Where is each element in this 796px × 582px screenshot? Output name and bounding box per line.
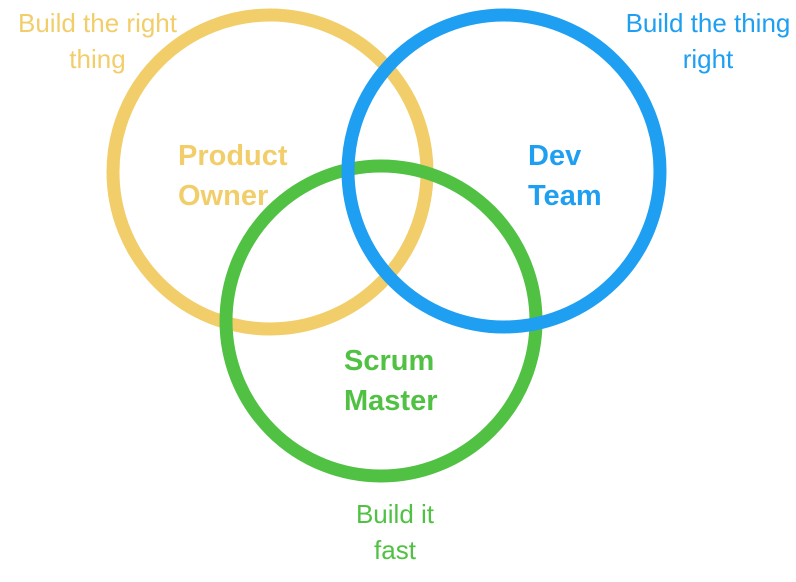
- motto-build-the-thing-right: Build the thing right: [625, 8, 791, 74]
- dev-team-circle: [341, 8, 667, 334]
- dev-team-label: Dev Team: [528, 140, 602, 212]
- motto-build-the-right-thing: Build the right thing: [18, 8, 177, 74]
- product-owner-label: Product Owner: [178, 140, 288, 212]
- scrum-master-label: Scrum Master: [344, 345, 438, 417]
- motto-build-it-fast: Build it fast: [355, 499, 435, 565]
